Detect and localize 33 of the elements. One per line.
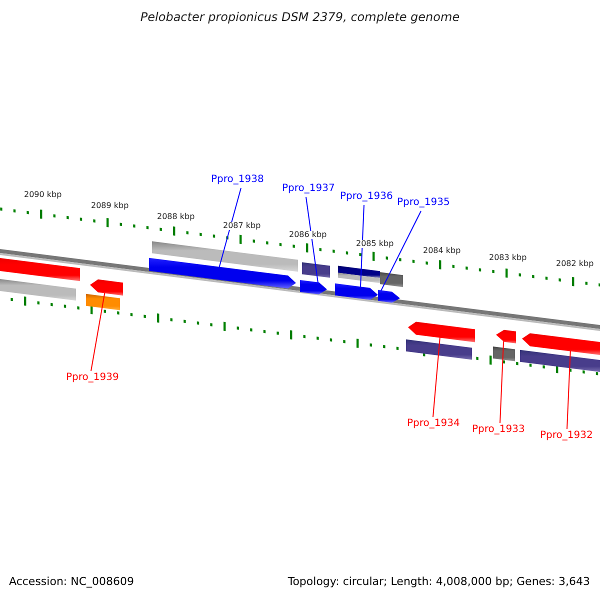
gene-label: Ppro_1939 (66, 373, 119, 383)
scale-label: 2089 kbp (91, 202, 129, 210)
gene-label: Ppro_1938 (211, 175, 264, 185)
genome-info-text: Topology: circular; Length: 4,008,000 bp; Genes: 3,643 (288, 576, 590, 587)
scale-label: 2087 kbp (223, 222, 261, 230)
leader-line (90, 292, 106, 372)
gene-feature (90, 279, 123, 296)
gene-label: Ppro_1937 (282, 184, 335, 194)
gene-feature (408, 322, 475, 342)
scale-label: 2090 kbp (24, 191, 62, 199)
leader-line (218, 188, 242, 268)
scale-label: 2085 kbp (356, 240, 394, 248)
scale-label: 2084 kbp (423, 247, 461, 255)
leader-line (360, 204, 364, 288)
gene-feature (300, 280, 327, 294)
gene-feature (522, 333, 600, 355)
gene-label: Ppro_1934 (407, 419, 460, 429)
leader-line (306, 196, 318, 284)
scale-label: 2082 kbp (556, 260, 594, 268)
scale-label: 2083 kbp (489, 254, 527, 262)
title: Pelobacter propionicus DSM 2379, complete genome (139, 11, 461, 23)
leader-line (380, 210, 422, 292)
scale-label: 2088 kbp (157, 213, 195, 221)
accession-text: Accession: NC_008609 (9, 576, 134, 587)
gene-label: Ppro_1933 (472, 425, 525, 435)
gene-label: Ppro_1936 (340, 192, 393, 202)
leader-line (432, 336, 440, 418)
leader-line (566, 350, 571, 430)
scale-label: 2086 kbp (289, 231, 327, 239)
gene-label: Ppro_1932 (540, 431, 593, 441)
gene-feature (378, 290, 400, 303)
gene-feature (149, 258, 296, 288)
gene-label: Ppro_1935 (397, 198, 450, 208)
